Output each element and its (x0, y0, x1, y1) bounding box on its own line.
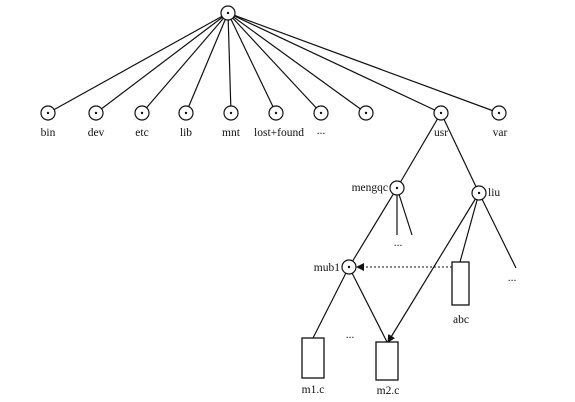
edge-usr-liu (440, 112, 480, 194)
label-liu: liu (488, 187, 500, 199)
label-m2c: m2.c (377, 385, 400, 397)
node-ellipsis (313, 105, 329, 121)
node-unnamed (358, 105, 374, 121)
label-mub1-ellipsis: ... (346, 329, 355, 341)
label-lib: lib (180, 127, 192, 139)
file-box-abc (451, 261, 470, 306)
label-mnt: mnt (222, 127, 241, 139)
edge-root-lib (185, 12, 229, 114)
label-etc: etc (135, 127, 148, 139)
node-bin (40, 105, 56, 121)
file-box-m1c (301, 337, 325, 379)
edge-root-bin (47, 12, 229, 114)
node-mengqc (389, 180, 405, 196)
root-edges (47, 12, 500, 114)
label-abc: abc (453, 314, 469, 326)
root-node (220, 5, 236, 21)
link-liu-to-m2c (387, 192, 480, 343)
label-mengqc-ellipsis: ... (394, 237, 403, 249)
edge-root-var (227, 12, 500, 114)
edge-usr-mengqc (396, 112, 442, 189)
edge-root-mnt (227, 12, 232, 114)
label-liu-ellipsis: ... (508, 272, 517, 284)
node-lib (178, 105, 194, 121)
node-lost-found (268, 105, 284, 121)
edge-mub1-m1c (312, 266, 350, 339)
edge-mengqc-mub1 (348, 187, 398, 268)
node-dev (88, 105, 104, 121)
label-m1c: m1.c (302, 384, 325, 396)
edge-mengqc-child3 (396, 187, 413, 236)
node-mub1 (341, 259, 357, 275)
label-dev: dev (88, 127, 105, 139)
label-lost-found: lost+found (254, 127, 304, 139)
node-var (491, 105, 507, 121)
edge-mub1-m2c (348, 266, 388, 343)
label-mub1: mub1 (314, 262, 340, 274)
node-liu (471, 185, 487, 201)
edge-root-lost-found (227, 12, 277, 114)
label-bin: bin (41, 127, 56, 139)
usr-edges (312, 112, 517, 343)
label-usr: usr (434, 127, 448, 139)
edge-root-unnamed (227, 12, 367, 114)
label-ellipsis: ... (317, 125, 326, 137)
edge-root-dev (95, 12, 229, 114)
node-usr (433, 105, 449, 121)
edge-liu-abc (459, 192, 480, 263)
node-etc (134, 105, 150, 121)
file-box-m2c (375, 341, 399, 381)
edge-root-ellipsis (227, 12, 322, 114)
node-labels: bin dev etc lib mnt lost+found ... usr v… (41, 125, 517, 397)
directory-nodes (40, 5, 507, 275)
edge-root-etc (141, 12, 229, 114)
node-mnt (223, 105, 239, 121)
label-var: var (493, 127, 508, 139)
label-mengqc: mengqc (352, 182, 388, 194)
file-nodes (301, 261, 470, 381)
edge-root-usr (227, 12, 442, 114)
edge-liu-child (478, 192, 517, 269)
